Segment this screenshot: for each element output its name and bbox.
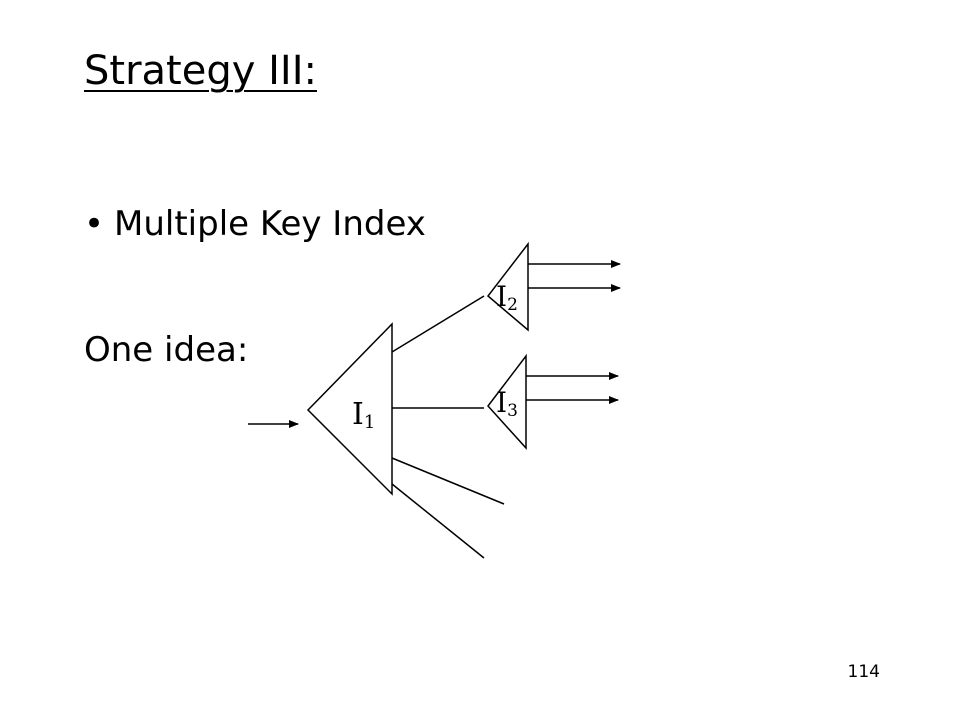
slide-title: Strategy III: — [84, 48, 317, 94]
bullet-symbol: • — [84, 204, 105, 244]
page-number: 114 — [847, 662, 880, 682]
index-triangle-i2 — [486, 241, 529, 332]
pointer-i1-to-i2 — [391, 295, 485, 353]
index-label-i3: I3 — [496, 386, 518, 421]
index-triangle-i3 — [487, 353, 527, 450]
index-triangle-i1 — [306, 322, 393, 496]
pointer-i1-branch — [391, 483, 485, 559]
bullet-item: •Multiple Key Index — [84, 204, 426, 244]
index-label-i1: I1 — [352, 397, 375, 433]
index-label-i2: I2 — [496, 280, 518, 315]
bullet-text: Multiple Key Index — [114, 204, 426, 244]
subheading: One idea: — [84, 330, 249, 370]
pointer-i1-branch — [391, 457, 505, 505]
